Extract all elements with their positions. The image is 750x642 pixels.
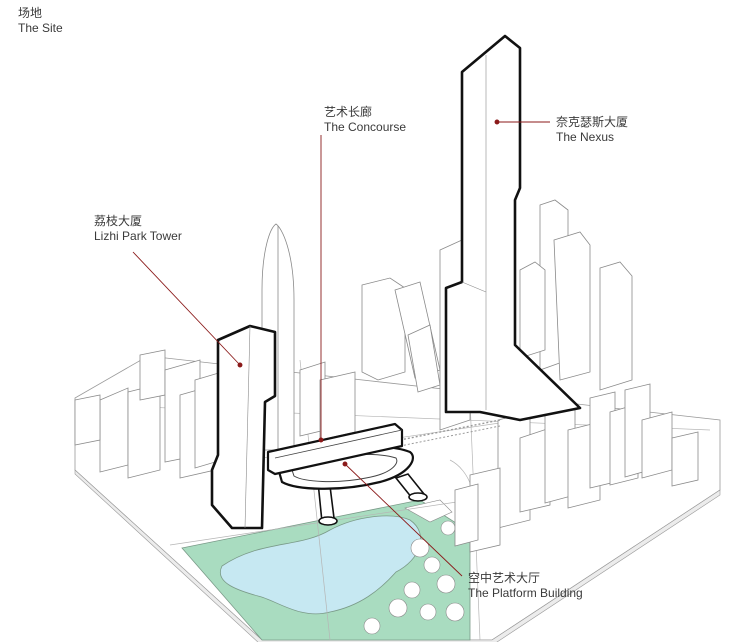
lizhi-park: [181, 499, 471, 641]
lizhi-tower-label: 荔枝大厦 Lizhi Park Tower: [94, 214, 182, 244]
nexus-label-en: The Nexus: [556, 130, 615, 144]
concourse-label: 艺术长廊 The Concourse: [324, 105, 406, 135]
the-concourse-and-platform: [266, 422, 428, 526]
lizhi-park-tower: [210, 324, 277, 530]
nexus-label-zh: 奈克瑟斯大厦: [556, 115, 629, 129]
leader-lines: [132, 119, 550, 577]
platform-building-label: 空中艺术大厅 The Platform Building: [468, 571, 583, 601]
lizhi-tower-label-en: Lizhi Park Tower: [94, 229, 182, 243]
site-title-zh: 场地: [18, 6, 43, 20]
concourse-label-zh: 艺术长廊: [324, 105, 373, 119]
the-nexus-tower: [444, 34, 582, 422]
concourse-label-en: The Concourse: [324, 120, 407, 134]
concourse-skybridge: [399, 419, 501, 447]
nexus-label: 奈克瑟斯大厦 The Nexus: [556, 115, 628, 145]
site-title-en: The Site: [18, 21, 63, 35]
lizhi-tower-label-zh: 荔枝大厦: [94, 214, 143, 228]
platform-building-label-en: The Platform Building: [468, 586, 583, 600]
site-title: 场地 The Site: [18, 6, 63, 36]
platform-building-label-zh: 空中艺术大厅: [468, 571, 541, 585]
